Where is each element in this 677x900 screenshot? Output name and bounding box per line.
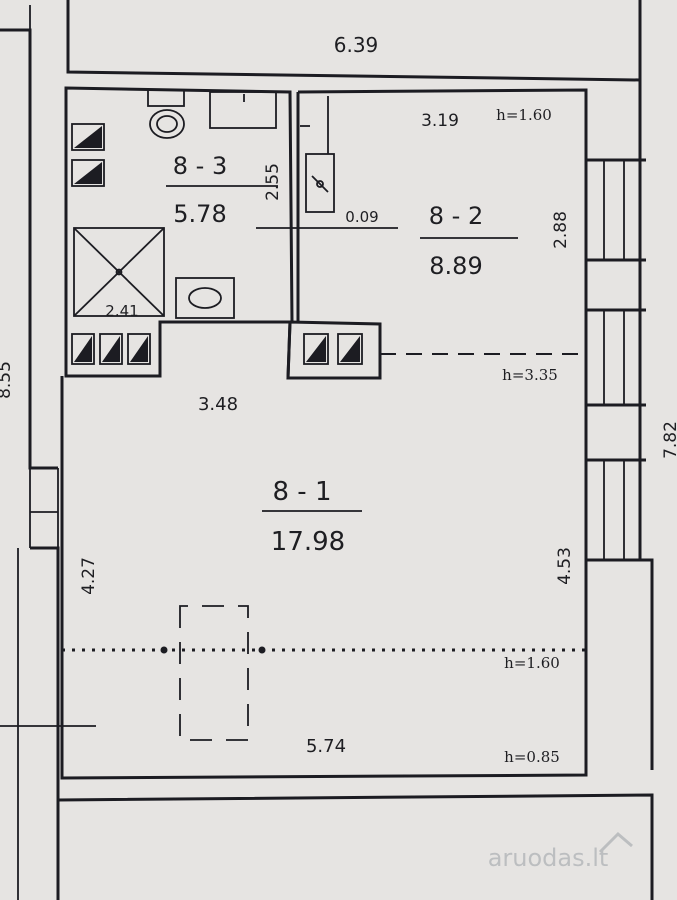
top-corridor-wall (66, 0, 642, 82)
dim-top-right: 3.19 (421, 111, 459, 131)
right-outer-wall (638, 80, 654, 770)
height-mid: h=3.35 (502, 366, 558, 384)
dim-main-right: 4.53 (555, 547, 575, 585)
toilet-icon (147, 89, 185, 139)
dim-main-top: 3.48 (198, 394, 238, 415)
dim-main-left: 4.27 (79, 557, 99, 595)
dim-outer-right: 7.82 (661, 421, 677, 459)
height-bottom: h=0.85 (504, 748, 560, 766)
height-top: h=1.60 (496, 106, 552, 124)
height-lower: h=1.60 (504, 654, 560, 672)
shower-tray-icon (73, 227, 165, 317)
dim-kitchen-gap: 0.09 (345, 208, 378, 226)
dim-kitchen-right: 2.88 (551, 211, 571, 249)
room-8-3-id: 8 - 3 (173, 152, 227, 180)
sink-icon (175, 277, 235, 319)
right-inner-wall (584, 90, 646, 562)
vent-hatches (71, 123, 363, 365)
watermark-text: aruodas.lt (488, 844, 609, 872)
dim-bath-vertical: 2.55 (263, 163, 283, 201)
dim-top-corridor: 6.39 (334, 33, 379, 57)
room-8-1-area: 17.98 (271, 527, 345, 557)
dim-shower: 2.41 (105, 302, 138, 320)
dim-outer-left: 8.55 (0, 361, 15, 399)
furniture-outline (179, 605, 249, 741)
aruodas-logo: aruodas.lt (488, 831, 633, 872)
vent-block (286, 320, 382, 380)
dim-main-bottom: 5.74 (306, 736, 346, 757)
bottom-block (57, 793, 654, 900)
bathtub-icon (209, 91, 277, 129)
room-8-3-area: 5.78 (173, 200, 226, 228)
line-marker (258, 646, 266, 654)
kitchen-stove-icon (305, 153, 335, 213)
main-room-walls (60, 320, 588, 780)
room-8-2-area: 8.89 (429, 252, 482, 280)
line-marker (160, 646, 168, 654)
room-8-2-id: 8 - 2 (429, 202, 483, 230)
room-8-1-id: 8 - 1 (273, 477, 332, 507)
left-outer-wall (0, 28, 60, 900)
kitchen-walls (297, 88, 588, 356)
